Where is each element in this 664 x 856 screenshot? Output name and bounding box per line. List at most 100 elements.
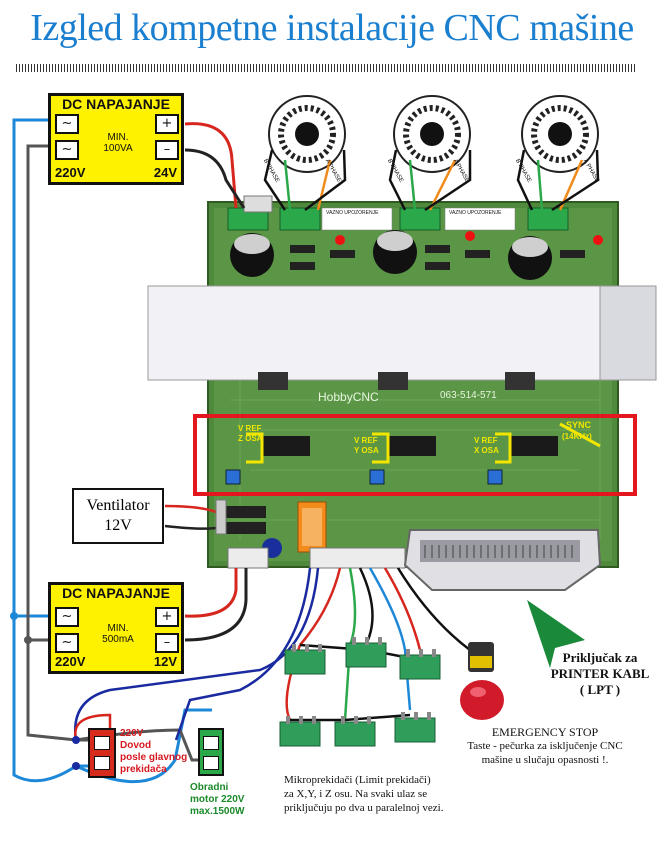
mains-wire-blue: [12, 118, 212, 784]
printer-cable-caption: Priključak za PRINTER KABL ( LPT ): [540, 650, 660, 698]
spindle-terminal-2: [203, 756, 219, 770]
psu-24v-minus-terminal: –: [155, 140, 179, 160]
psu-12v: DC NAPAJANJE ~ ~ + – MIN. 500mA 220V 12V: [48, 582, 184, 674]
heatsink-front: [147, 285, 657, 381]
status-leds: [335, 231, 603, 245]
limit-switch-4: [279, 716, 321, 747]
spindle-line-1: Obradni: [190, 782, 229, 793]
mains-switch-line-1: 220V: [120, 728, 144, 739]
stepper-motor-3: [521, 95, 599, 173]
wire-12v-plus: [184, 568, 238, 618]
limit-switch-caption: Mikroprekidači (Limit prekidači) za X,Y,…: [284, 773, 443, 815]
psu-12v-ac-terminal-1: ~: [55, 607, 79, 627]
fan-wire-red: [164, 504, 217, 514]
driver-section-highlight: [193, 414, 637, 496]
board-phone: 063-514-571: [440, 390, 497, 401]
fan-label: Ventilator: [86, 497, 150, 514]
spindle-line-2: motor 220V: [190, 794, 245, 805]
terminal-block-power: [227, 547, 269, 569]
psu-24v-min-rating: MIN. 100VA: [103, 132, 133, 154]
wire-junctions: [10, 612, 80, 770]
psu-12v-ac-label: 220V: [55, 654, 86, 669]
mains-switch-label: 220V Dovod posle glavnog prekidača: [120, 728, 187, 776]
stepper-motor-2: [393, 95, 471, 173]
terminal-blocks-top: [227, 195, 569, 231]
printer-line-1: Priključak za: [562, 650, 638, 665]
limit-caption-line-3: priključuju po dva u paralelnoj vezi.: [284, 802, 444, 814]
psu-24v-ac-terminal-1: ~: [55, 114, 79, 134]
emergency-line-2: Taste - pečurka za isključenje CNC: [467, 740, 623, 752]
silkscreen-yellow: [246, 422, 601, 464]
mains-switch-line-3: posle glavnog: [120, 752, 188, 763]
warning-labels: [321, 207, 516, 231]
osa-y-label: Y OSA: [354, 446, 379, 455]
limit-caption-line-1: Mikroprekidači (Limit prekidači): [284, 774, 431, 786]
emergency-stop-caption: EMERGENCY STOP Taste - pečurka za isklju…: [440, 725, 650, 767]
sync-label: SYNC: [566, 420, 592, 430]
lpt-connector: [403, 529, 602, 591]
limit-switch-3: [399, 649, 441, 680]
title-divider: [16, 64, 636, 72]
board-brand: HobbyCNC: [318, 390, 379, 404]
wire-24v-minus: [184, 148, 246, 209]
emergency-line-3: mašine u slučaju opasnosti !.: [481, 754, 609, 766]
relay-wire-2: [73, 567, 320, 741]
spindle-motor-terminal: [198, 728, 224, 776]
limit-switch-1: [284, 644, 326, 675]
fan-voltage: 12V: [104, 517, 132, 534]
relay-wire-1: [174, 567, 312, 741]
vref-x-label: V REF: [474, 436, 498, 445]
mains-switch: [88, 728, 116, 778]
motor-phase-wires: [263, 149, 600, 212]
stepper-motor-1: [268, 95, 346, 173]
sync-freq-label: (14KHz): [562, 432, 592, 441]
psu-24v-ac-terminal-2: ~: [55, 140, 79, 160]
psu-12v-plus-terminal: +: [155, 607, 179, 627]
limit-switch-5: [334, 716, 376, 747]
psu-24v-header: DC NAPAJANJE: [62, 96, 170, 112]
limit-caption-line-2: za X,Y, i Z osu. Na svaki ulaz se: [284, 788, 428, 800]
mains-switch-line-2: Dovod: [120, 740, 152, 751]
mains-switch-terminal-2: [94, 756, 110, 770]
psu-24v-plus-terminal: +: [155, 114, 179, 134]
switch-wire-red: [73, 713, 112, 745]
fan-wire-black: [164, 524, 217, 530]
warning-label-2: VAZNO UPOZORENJE: [449, 210, 502, 216]
terminal-block-limits: [309, 547, 406, 569]
psu-12v-dc-label: 12V: [153, 654, 177, 669]
wire-12v-minus: [184, 568, 248, 642]
spindle-line-3: max.1500W: [190, 806, 245, 817]
limit-switch-2: [345, 637, 387, 668]
mains-switch-line-4: prekidača: [120, 764, 167, 775]
psu-12v-ac-terminal-2: ~: [55, 633, 79, 653]
fan-box: Ventilator 12V: [72, 488, 164, 544]
lpt-arrow: [527, 600, 585, 668]
relay-label: [302, 508, 322, 546]
spindle-label: Obradni motor 220V max.1500W: [190, 782, 244, 818]
limit-switch-6: [394, 712, 436, 743]
psu-24v-ac-label: 220V: [55, 165, 86, 180]
psu-12v-minus-terminal: –: [155, 633, 179, 653]
vref-z-label: V REF: [238, 424, 262, 433]
page-title: Izgled kompetne instalacije CNC mašine: [30, 7, 634, 49]
emergency-line-1: EMERGENCY STOP: [491, 725, 599, 739]
spindle-terminal-1: [203, 736, 219, 750]
psu-24v: DC NAPAJANJE ~ ~ + – MIN. 100VA 220V 24V: [48, 93, 184, 185]
power-transistors: [216, 506, 266, 534]
vref-y-label: V REF: [354, 436, 378, 445]
emergency-stop-button: [460, 642, 504, 720]
warning-label-1: VAZNO UPOZORENJE: [326, 210, 379, 216]
wire-24v-plus: [184, 122, 238, 209]
osa-x-label: X OSA: [474, 446, 499, 455]
transistor-tabs: [258, 372, 535, 390]
psu-12v-header: DC NAPAJANJE: [62, 585, 170, 601]
capacitors: [230, 230, 552, 280]
osa-z-label: Z OSA: [238, 434, 263, 443]
pcb-traces: [230, 300, 601, 540]
psu-24v-dc-label: 24V: [153, 165, 177, 180]
psu-12v-min-rating: MIN. 500mA: [102, 623, 134, 645]
vref-trimmers: [225, 469, 503, 485]
mains-switch-terminal-1: [94, 736, 110, 750]
printer-line-2: PRINTER KABL: [550, 666, 650, 681]
